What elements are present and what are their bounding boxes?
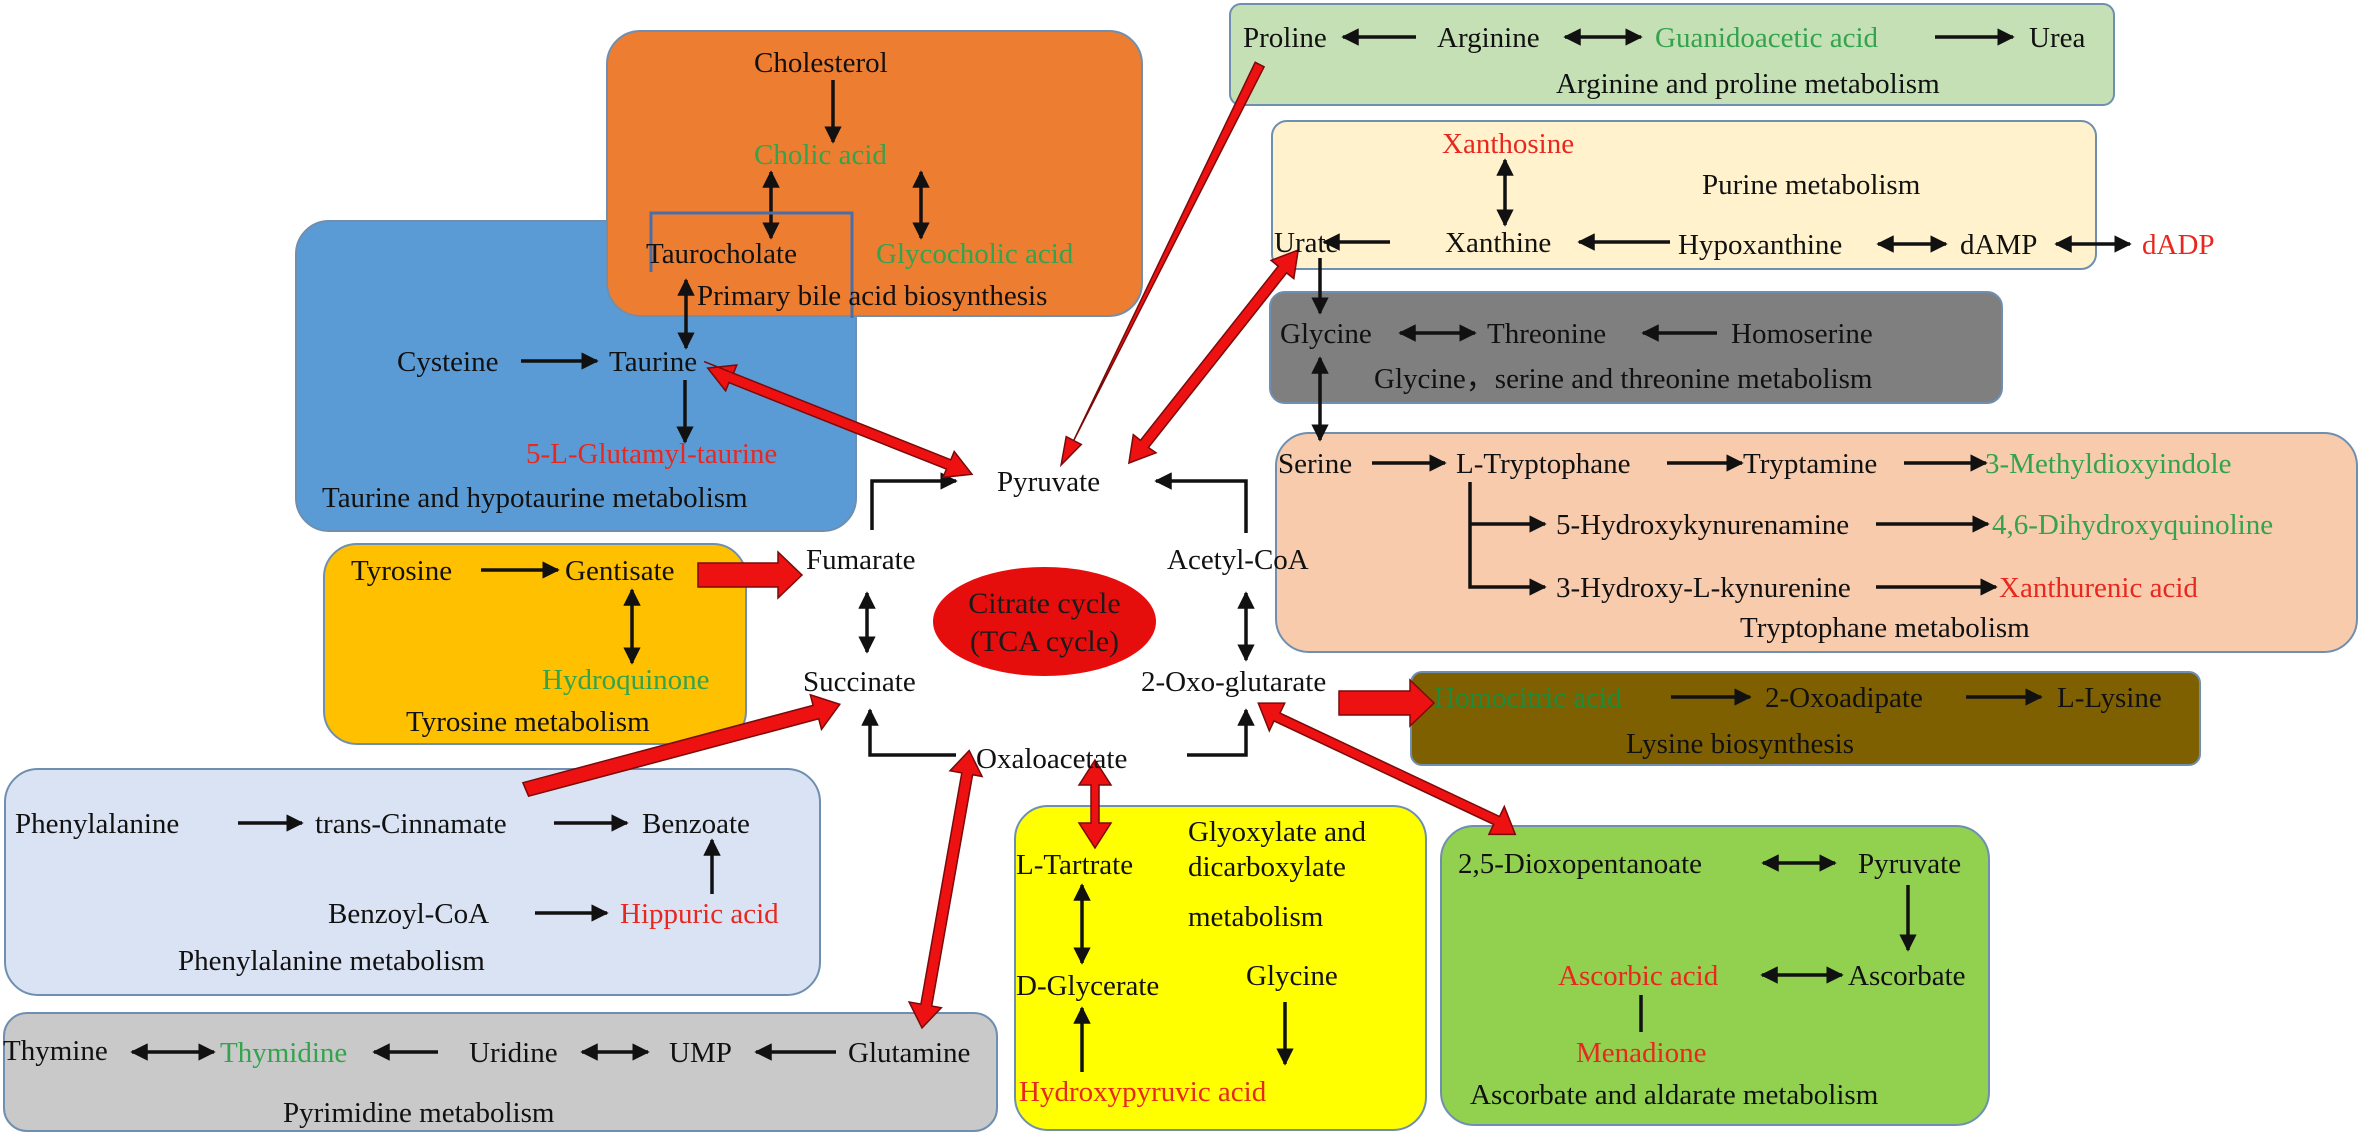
node-thymine: Thymine — [3, 1035, 108, 1067]
node-benzoate: Benzoate — [642, 808, 750, 840]
node-urate: Urate — [1274, 227, 1339, 259]
node-uridine: Uridine — [469, 1037, 558, 1069]
title-glyoxylate-line3: metabolism — [1188, 901, 1324, 933]
glyoxylate-metabolism-box — [1014, 805, 1427, 1131]
title-pyrimidine-metabolism: Pyrimidine metabolism — [283, 1097, 555, 1129]
purine-metabolism-box — [1271, 120, 2097, 270]
node-hydroquinone: Hydroquinone — [542, 664, 710, 696]
tca-cycle-ellipse: Citrate cycle (TCA cycle) — [933, 567, 1156, 676]
node-hippuric-acid: Hippuric acid — [620, 898, 779, 930]
node-homoserine: Homoserine — [1731, 318, 1873, 350]
node-menadione: Menadione — [1576, 1037, 1707, 1069]
node-cysteine: Cysteine — [397, 346, 499, 378]
node-proline: Proline — [1243, 22, 1327, 54]
node-gentisate: Gentisate — [565, 555, 675, 587]
node-5-l-glutamyl-taurine: 5-L-Glutamyl-taurine — [526, 438, 778, 470]
node-taurocholate: Taurocholate — [646, 238, 797, 270]
title-tyrosine-metabolism: Tyrosine metabolism — [406, 706, 650, 738]
node-ascorbic-acid: Ascorbic acid — [1558, 960, 1719, 992]
node-pyruvate: Pyruvate — [997, 466, 1101, 498]
title-glyoxylate-line2: dicarboxylate — [1188, 851, 1346, 883]
ascorbate-metabolism-box — [1440, 825, 1990, 1126]
node-glycocholic-acid: Glycocholic acid — [876, 238, 1074, 270]
title-tryptophane-metabolism: Tryptophane metabolism — [1740, 612, 2030, 644]
title-glycine-serine-threonine-metabolism: Glycine，serine and threonine metabolism — [1374, 363, 1873, 395]
node-phenylalanine: Phenylalanine — [15, 808, 180, 840]
node-oxaloacetate: Oxaloacetate — [976, 743, 1128, 775]
node-benzoyl-coa: Benzoyl-CoA — [328, 898, 490, 930]
node-xanthosine: Xanthosine — [1442, 128, 1575, 160]
phenylalanine-metabolism-box — [4, 768, 821, 996]
title-glyoxylate-line1: Glyoxylate and — [1188, 816, 1366, 848]
title-taurine-hypotaurine-metabolism: Taurine and hypotaurine metabolism — [322, 482, 748, 514]
node-damp: dAMP — [1960, 229, 2038, 261]
node-2-oxo-glutarate: 2-Oxo-glutarate — [1141, 666, 1327, 698]
node-trans-cinnamate: trans-Cinnamate — [315, 808, 507, 840]
tryptophane-metabolism-box — [1275, 432, 2358, 653]
node-5-hydroxykynurenamine: 5-Hydroxykynurenamine — [1556, 509, 1850, 541]
tca-label-line1: Citrate cycle — [968, 587, 1121, 620]
node-dadp: dADP — [2142, 229, 2215, 261]
node-arginine: Arginine — [1437, 22, 1540, 54]
glycine-serine-threonine-box — [1269, 291, 2003, 404]
lysine-biosynthesis-box — [1410, 671, 2201, 766]
node-l-tartrate: L-Tartrate — [1016, 849, 1134, 881]
node-thymidine: Thymidine — [220, 1037, 348, 1069]
node-tyrosine: Tyrosine — [351, 555, 453, 587]
node-cholesterol: Cholesterol — [754, 47, 888, 79]
title-purine-metabolism: Purine metabolism — [1702, 169, 1921, 201]
node-3-methyldioxyindole: 3-Methyldioxyindole — [1985, 448, 2232, 480]
node-glycine-glyoxylate: Glycine — [1246, 960, 1338, 992]
node-fumarate: Fumarate — [806, 544, 916, 576]
node-3-hydroxy-l-kynurenine: 3-Hydroxy-L-kynurenine — [1556, 572, 1851, 604]
node-d-glycerate: D-Glycerate — [1016, 970, 1160, 1002]
node-threonine: Threonine — [1487, 318, 1607, 350]
title-arginine-proline-metabolism: Arginine and proline metabolism — [1556, 68, 1940, 100]
node-serine: Serine — [1278, 448, 1353, 480]
title-phenylalanine-metabolism: Phenylalanine metabolism — [178, 945, 485, 977]
node-ump: UMP — [669, 1037, 732, 1069]
node-homocitric-acid: Homocitric acid — [1434, 682, 1622, 714]
node-2-5-dioxopentanoate: 2,5-Dioxopentanoate — [1458, 848, 1703, 880]
node-4-6-dihydroxyquinoline: 4,6-Dihydroxyquinoline — [1992, 509, 2274, 541]
tca-label-line2: (TCA cycle) — [969, 625, 1120, 658]
title-ascorbate-aldarate-metabolism: Ascorbate and aldarate metabolism — [1470, 1079, 1879, 1111]
node-l-tryptophane: L-Tryptophane — [1456, 448, 1631, 480]
node-xanthine: Xanthine — [1445, 227, 1552, 259]
title-lysine-biosynthesis: Lysine biosynthesis — [1626, 728, 1854, 760]
node-acetyl-coa: Acetyl-CoA — [1167, 544, 1309, 576]
node-2-oxoadipate: 2-Oxoadipate — [1765, 682, 1923, 714]
pyrimidine-metabolism-box — [3, 1012, 998, 1132]
node-l-lysine: L-Lysine — [2057, 682, 2162, 714]
node-hydroxypyruvic-acid: Hydroxypyruvic acid — [1019, 1076, 1267, 1108]
node-xanthurenic-acid: Xanthurenic acid — [1999, 572, 2198, 604]
node-hypoxanthine: Hypoxanthine — [1678, 229, 1843, 261]
node-urea: Urea — [2029, 22, 2086, 54]
node-guanidoacetic-acid: Guanidoacetic acid — [1655, 22, 1879, 54]
node-tryptamine: Tryptamine — [1743, 448, 1878, 480]
title-primary-bile-acid-biosynthesis: Primary bile acid biosynthesis — [697, 280, 1048, 312]
node-pyruvate-ascorbate: Pyruvate — [1858, 848, 1962, 880]
node-glutamine: Glutamine — [848, 1037, 971, 1069]
node-glycine: Glycine — [1280, 318, 1372, 350]
arginine-proline-box — [1229, 3, 2115, 106]
node-succinate: Succinate — [803, 666, 916, 698]
node-cholic-acid: Cholic acid — [754, 139, 887, 171]
node-taurine: Taurine — [609, 346, 698, 378]
node-ascorbate: Ascorbate — [1848, 960, 1966, 992]
